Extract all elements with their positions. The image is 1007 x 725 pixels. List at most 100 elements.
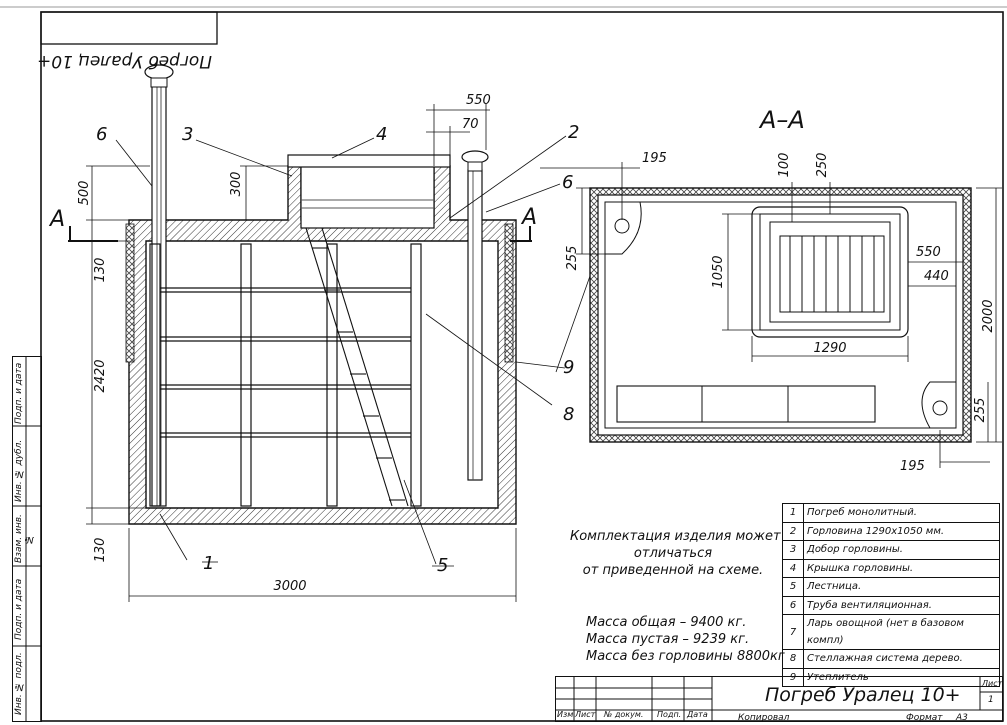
dim-3000: 3000 [273,579,306,594]
callout-2: 2 [568,122,579,143]
vent-pipe-right [467,169,483,481]
side-f5: Инв. № подл. [14,652,24,716]
callout-6-right: 6 [562,172,573,193]
spec-num: 8 [782,649,804,669]
note-line-2: отличаться [633,546,713,561]
callout-1: 1 [203,553,214,574]
spec-text: Ларь овощной (нет в базовом компл) [803,614,1000,650]
title-block: Изм Лист № докум. Подп. Дата Лист 1 [555,676,1003,722]
stamp-text: Погреб Уралец 10+ [37,51,212,71]
spec-text: Добор горловины. [803,540,1000,560]
note-line-1: Комплектация изделия может [570,529,781,544]
dim-70: 70 [462,117,479,132]
dim-255-left: 255 [565,246,580,271]
spec-num: 6 [782,595,804,615]
veg-bins [616,385,876,423]
tb-data: Дата [687,710,708,719]
callout-3: 3 [182,124,193,145]
spec-num: 7 [782,614,804,650]
neck [300,165,435,229]
section-mark-right: А [520,205,537,230]
dim-440: 440 [924,269,949,284]
side-f1: Подп. и дата [14,362,24,424]
spec-text: Труба вентиляционная. [803,595,1000,615]
tb-podp: Подп. [657,710,682,719]
tb-title: Погреб Уралец 10+ [765,684,961,706]
dim-195-top: 195 [642,151,667,166]
callout-8: 8 [563,404,574,425]
dim-1050: 1050 [711,255,726,288]
spec-text: Лестница. [803,577,1000,597]
dim-130-bottom: 130 [93,538,108,563]
spec-num: 9 [782,667,804,687]
dim-550-right: 550 [916,245,941,260]
tb-sheet-num: 1 [988,695,994,705]
side-f4: Подп. и дата [14,578,24,640]
callout-9: 9 [563,357,574,378]
section-title: А–А [758,106,805,134]
dim-550-top: 550 [466,93,491,108]
mass-no-neck: Масса без горловины 8800кг [586,649,785,664]
dim-500: 500 [77,181,92,206]
spec-text: Утеплитель [803,667,1000,687]
dim-130-top: 130 [93,258,108,283]
title-block-grid [556,677,1002,721]
tb-sheet-label: Лист [982,679,1003,688]
tb-list: Лист [575,710,596,719]
tb-doc: № докум. [604,710,644,719]
dim-2420: 2420 [93,359,108,392]
note-block: Комплектация изделия может отличаться от… [570,528,781,579]
mass-empty: Масса пустая – 9239 кг. [586,632,750,647]
note-line-3: от приведенной на схеме. [582,563,764,578]
tb-format-value: А3 [956,713,968,723]
section-mark-left: А [48,207,65,232]
side-f3: Взам. инв. № [14,514,34,564]
spec-num: 3 [782,540,804,560]
spec-num: 2 [782,521,804,541]
dim-255-right: 255 [973,398,988,423]
vent-pipe-left [151,85,167,507]
side-f2: Инв. № дубл. [14,439,24,503]
insulation-left [125,223,135,363]
dim-2000: 2000 [981,299,996,332]
mass-total: Масса общая – 9400 кг. [586,615,747,630]
dim-195-bottom: 195 [900,459,925,474]
stamp-box [40,11,218,45]
dim-300: 300 [229,172,244,197]
dim-1290: 1290 [813,341,846,356]
plan-section [540,162,1002,468]
front-section [68,64,567,602]
dim-250: 250 [815,153,830,178]
spec-text: Погреб монолитный. [803,503,1000,523]
spec-num: 5 [782,577,804,597]
callout-6-left: 6 [96,124,107,145]
side-stamp [12,356,42,722]
spec-text: Крышка горловины. [803,558,1000,578]
spec-text: Горловина 1290х1050 мм. [803,521,1000,541]
dim-100: 100 [777,153,792,178]
lid [287,154,451,168]
side-stamp-lines [12,356,41,721]
spec-num: 1 [782,503,804,523]
shelving [149,243,422,507]
plan-neck [751,206,909,338]
tb-copied: Копировал [738,713,790,723]
spec-text: Стеллажная система дерево. [803,649,1000,669]
ladder [305,227,409,507]
insulation-right [504,223,514,363]
tb-izm: Изм [557,710,574,719]
spec-num: 4 [782,558,804,578]
tb-format: Формат [906,713,943,723]
mass-block: Масса общая – 9400 кг. Масса пустая – 92… [586,614,785,665]
